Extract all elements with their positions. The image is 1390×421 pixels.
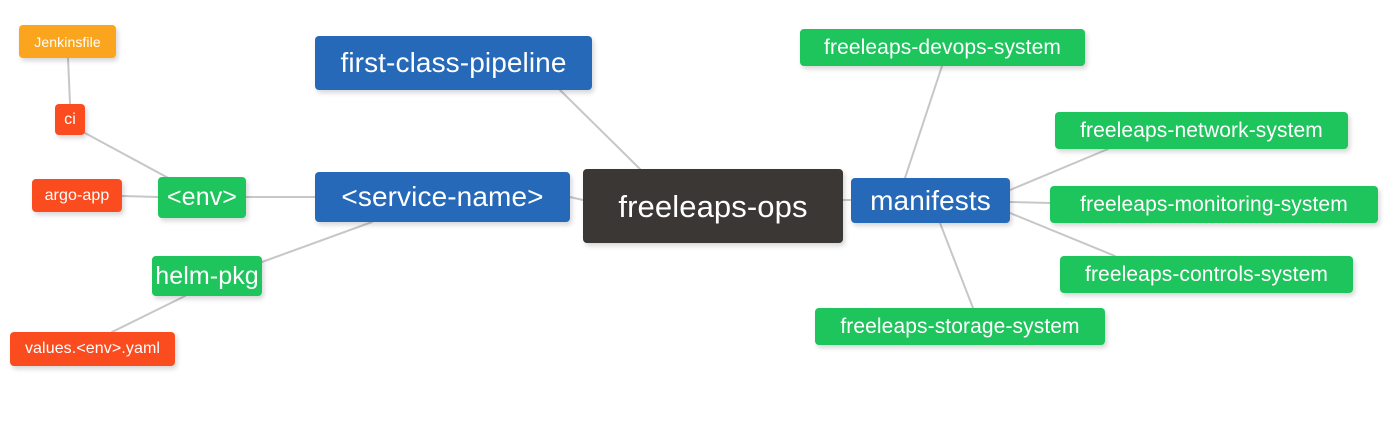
node-freeleaps-controls-system[interactable]: freeleaps-controls-system xyxy=(1060,256,1353,293)
node-env[interactable]: <env> xyxy=(158,177,246,218)
edge-manifests-to-freeleaps-monitoring-system xyxy=(1009,201,1051,204)
node-manifests[interactable]: manifests xyxy=(851,178,1010,223)
node-freeleaps-network-system[interactable]: freeleaps-network-system xyxy=(1055,112,1348,149)
node-freeleaps-ops[interactable]: freeleaps-ops xyxy=(583,169,843,243)
node-jenkinsfile[interactable]: Jenkinsfile xyxy=(19,25,116,58)
node-label-env: <env> xyxy=(166,183,237,211)
node-label-first-class-pipeline: first-class-pipeline xyxy=(340,47,567,78)
edge-values-yaml-to-helm-pkg xyxy=(111,295,186,333)
node-service-name[interactable]: <service-name> xyxy=(315,172,570,222)
node-label-freeleaps-storage-system: freeleaps-storage-system xyxy=(840,315,1080,338)
node-first-class-pipeline[interactable]: first-class-pipeline xyxy=(315,36,592,90)
edge-argo-app-to-env xyxy=(121,195,159,198)
node-label-ci: ci xyxy=(64,110,76,128)
node-label-service-name: <service-name> xyxy=(341,181,544,212)
node-freeleaps-devops-system[interactable]: freeleaps-devops-system xyxy=(800,29,1085,66)
node-argo-app[interactable]: argo-app xyxy=(32,179,122,212)
node-freeleaps-monitoring-system[interactable]: freeleaps-monitoring-system xyxy=(1050,186,1378,223)
edge-first-class-pipeline-to-freeleaps-ops xyxy=(559,89,641,170)
node-label-helm-pkg: helm-pkg xyxy=(155,261,259,290)
node-ci[interactable]: ci xyxy=(55,104,85,135)
node-freeleaps-storage-system[interactable]: freeleaps-storage-system xyxy=(815,308,1105,345)
edge-service-name-to-freeleaps-ops xyxy=(569,196,584,201)
node-label-freeleaps-controls-system: freeleaps-controls-system xyxy=(1085,263,1328,286)
node-label-freeleaps-network-system: freeleaps-network-system xyxy=(1080,119,1323,142)
node-label-freeleaps-monitoring-system: freeleaps-monitoring-system xyxy=(1080,193,1348,216)
edge-manifests-to-freeleaps-network-system xyxy=(1009,148,1109,191)
edge-manifests-to-freeleaps-storage-system xyxy=(939,222,974,309)
edge-helm-pkg-to-service-name xyxy=(261,221,373,263)
edge-ci-to-env xyxy=(84,132,173,181)
node-label-freeleaps-ops: freeleaps-ops xyxy=(618,188,808,224)
edge-jenkinsfile-to-ci xyxy=(67,57,71,105)
node-label-values-yaml: values.<env>.yaml xyxy=(24,340,161,357)
node-label-jenkinsfile: Jenkinsfile xyxy=(34,33,101,50)
edge-freeleaps-devops-system-to-manifests xyxy=(904,65,943,179)
node-values-yaml[interactable]: values.<env>.yaml xyxy=(10,332,175,366)
node-helm-pkg[interactable]: helm-pkg xyxy=(152,256,262,296)
node-label-argo-app: argo-app xyxy=(44,186,110,204)
node-label-manifests: manifests xyxy=(870,184,991,216)
node-label-freeleaps-devops-system: freeleaps-devops-system xyxy=(824,36,1061,59)
